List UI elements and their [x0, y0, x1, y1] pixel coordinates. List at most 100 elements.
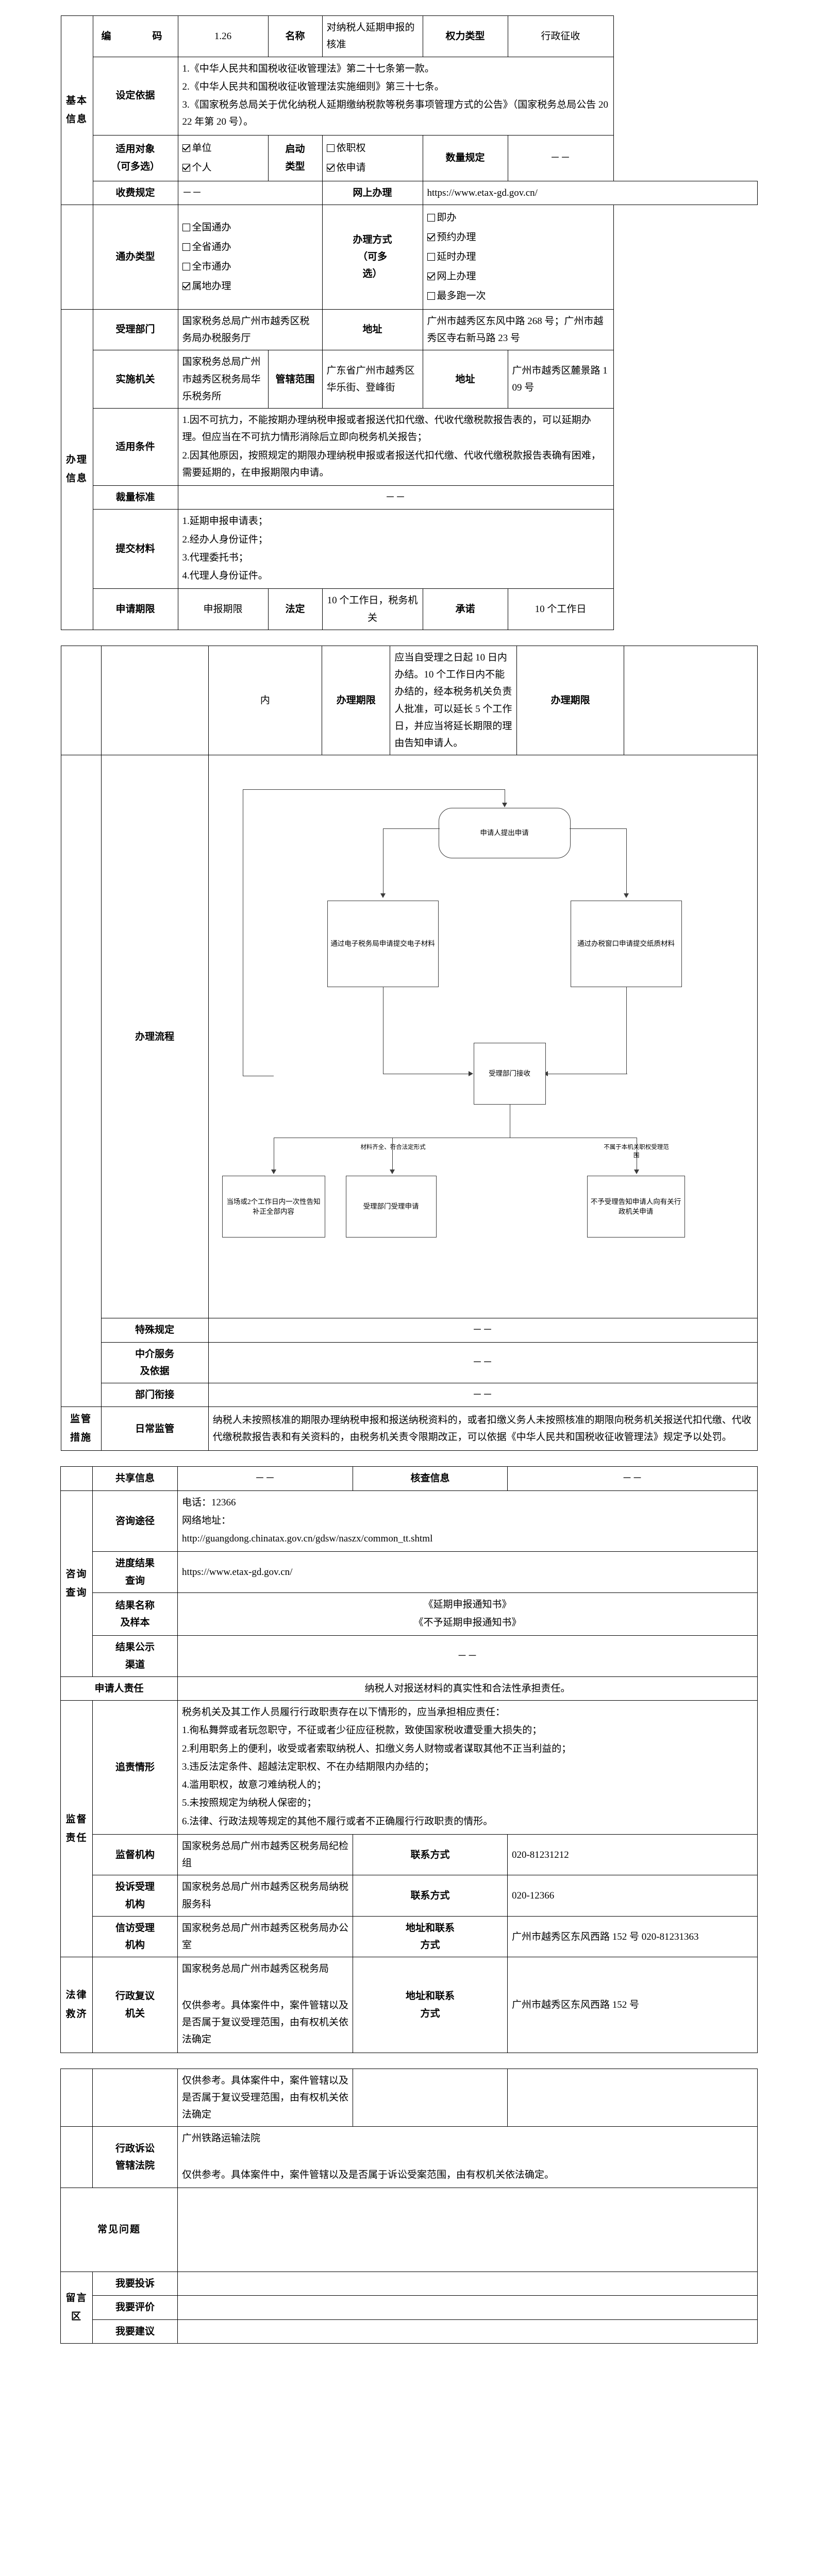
- table-row: 我要评价: [61, 2295, 758, 2320]
- table-row: 监督机构 国家税务总局广州市越秀区税务局纪检组 联系方式 020-8123121…: [60, 1834, 758, 1876]
- impl-address-value: 广州市越秀区麓景路 109 号: [507, 350, 614, 409]
- table-row: 办理流程 申请人提出申请: [60, 755, 758, 1408]
- agency-value: －－: [208, 1342, 758, 1383]
- flow-edge: [626, 987, 627, 1074]
- condition-item-1: 1.因不可抗力，不能按期办理纳税申报或者报送代扣代缴、代收代缴税款报告表的，可以…: [182, 415, 591, 443]
- channel-options: 全国通办 全省通办 全市通办 属地办理: [177, 204, 323, 310]
- check-info-label: 核查信息: [352, 1466, 508, 1491]
- code-label: 编 码: [92, 15, 178, 57]
- message-rating-label[interactable]: 我要评价: [92, 2295, 178, 2320]
- checkbox-channel-2[interactable]: 全市通办: [182, 257, 318, 277]
- progress-query-label: 进度结果 查询: [92, 1551, 178, 1593]
- table-row: 结果公示 渠道 －－: [60, 1635, 758, 1677]
- accountability-item-5: 5.未按照规定为纳税人保密的；: [181, 1798, 317, 1809]
- checkbox-method-3[interactable]: 网上办理: [427, 267, 609, 286]
- online-label: 网上办理: [322, 180, 423, 205]
- accountability-item-1: 1.徇私舞弊或者玩忽职守，不征或者少征应征税款，致使国家税收遭受重大损失的；: [181, 1725, 542, 1736]
- flow-label: 办理流程: [101, 755, 209, 1319]
- checkbox-method-1[interactable]: 预约办理: [427, 228, 609, 247]
- checkbox-icon: [427, 292, 435, 300]
- result-public-value: －－: [177, 1635, 758, 1677]
- checkbox-object-1[interactable]: 个人: [182, 158, 264, 178]
- message-complaint-field[interactable]: [177, 2272, 758, 2296]
- method-options: 即办 预约办理 延时办理 网上办理 最多跑一次: [422, 204, 614, 310]
- checkbox-icon: [427, 272, 435, 280]
- flow-edge: [242, 789, 505, 790]
- condition-item-2: 2.因其他原因，按照规定的期限办理纳税申报或者报送代扣代缴、代收代缴税款报告表确…: [182, 450, 601, 478]
- checkbox-channel-1[interactable]: 全省通办: [182, 238, 318, 257]
- flow-arrow: [502, 803, 507, 808]
- power-type-value: 行政征收: [507, 15, 614, 57]
- flow-node-notify-correction: 当场或2个工作日内一次性告知补正全部内容: [222, 1176, 325, 1238]
- court-note: 仅供参考。具体案件中，案件管辖以及是否属于诉讼受案范围，由有权机关依法确定。: [182, 2169, 555, 2180]
- table-row: 结果名称 及样本 《延期申报通知书》 《不予延期申报通知书》: [60, 1592, 758, 1636]
- complaint-value: 国家税务总局广州市越秀区税务局纳税服务科: [177, 1875, 353, 1917]
- checkbox-channel-0[interactable]: 全国通办: [182, 218, 318, 238]
- table-row: 共享信息 －－ 核查信息 －－: [60, 1466, 758, 1491]
- legal-relief-spill-label: [92, 2068, 178, 2127]
- online-url[interactable]: https://www.etax-gd.gov.cn/: [422, 180, 758, 205]
- table-row: 进度结果 查询 https://www.etax-gd.gov.cn/: [60, 1551, 758, 1593]
- table-row: 投诉受理 机构 国家税务总局广州市越秀区税务局纳税服务科 联系方式 020-12…: [60, 1875, 758, 1917]
- checkbox-icon: [182, 223, 190, 231]
- materials-value: 1.延期申报申请表； 2.经办人身份证件； 3.代理委托书； 4.代理人身份证件…: [177, 509, 614, 589]
- name-label: 名称: [268, 15, 323, 57]
- consult-phone: 电话：12366: [181, 1497, 236, 1508]
- checkbox-start-1[interactable]: 依申请: [326, 158, 419, 178]
- section-label-char-1: 基本信息: [65, 95, 88, 125]
- materials-label: 提交材料: [92, 509, 178, 589]
- message-suggestion-label[interactable]: 我要建议: [92, 2319, 178, 2344]
- faq-value: [177, 2188, 758, 2273]
- start-type-options: 依职权 依申请: [322, 134, 423, 181]
- table-row: 信访受理 机构 国家税务总局广州市越秀区税务局办公室 地址和联系 方式 广州市越…: [60, 1916, 758, 1958]
- checkbox-method-4[interactable]: 最多跑一次: [427, 286, 609, 306]
- section-label-inquiry: 咨询查询: [60, 1490, 93, 1677]
- consult-channel-value: 电话：12366 网络地址： http://guangdong.chinatax…: [177, 1490, 758, 1552]
- message-suggestion-field[interactable]: [177, 2319, 758, 2344]
- promise-label: 承诺: [422, 588, 508, 630]
- accountability-item-3: 3.违反法定条件、超越法定职权、不在办结期限内办结的；: [181, 1761, 435, 1772]
- block-gap-1: [0, 630, 818, 646]
- checkbox-icon: [182, 243, 190, 251]
- checkbox-channel-3[interactable]: 属地办理: [182, 277, 318, 296]
- checkbox-object-0[interactable]: 单位: [182, 139, 264, 158]
- message-complaint-label[interactable]: 我要投诉: [92, 2272, 178, 2296]
- progress-query-url[interactable]: https://www.etax-gd.gov.cn/: [177, 1551, 758, 1593]
- table-row: 内 办理期限 应当自受理之日起 10 日内办结。10 个工作日内不能办结的，经本…: [60, 645, 758, 756]
- method-label: 办理方式 （可多 选）: [322, 204, 423, 310]
- flow-edge: [392, 1138, 393, 1172]
- applicant-duty-value: 纳税人对报送材料的真实性和合法性承担责任。: [177, 1676, 758, 1701]
- code-value: 1.26: [177, 15, 269, 57]
- checkbox-method-0[interactable]: 即办: [427, 208, 609, 228]
- bottom-spacer: [0, 2344, 818, 2359]
- review-org-name: 国家税务总局广州市越秀区税务局: [181, 1963, 329, 1975]
- accountability-item-6: 6.法律、行政法规等规定的其他不履行或者不正确履行行政职责的情形。: [181, 1816, 493, 1827]
- accept-address-value: 广州市越秀区东风中路 268 号；广州市越秀区寺右新马路 23 号: [422, 309, 614, 351]
- review-org-note: 仅供参考。具体案件中，案件管辖以及是否属于复议受理范围，由有权机关依法确定: [181, 1999, 348, 2045]
- checkbox-start-0[interactable]: 依职权: [326, 139, 419, 158]
- materials-item-4: 4.代理人身份证件。: [182, 570, 268, 581]
- quantity-value: －－: [507, 134, 614, 181]
- message-rating-field[interactable]: [177, 2295, 758, 2320]
- section-label-basic-cont: [60, 204, 93, 310]
- section-label-legal-relief-cont2: [60, 2126, 93, 2189]
- consult-web-url[interactable]: http://guangdong.chinatax.gov.cn/gdsw/na…: [181, 1533, 433, 1545]
- checkbox-method-2[interactable]: 延时办理: [427, 247, 609, 267]
- quantity-label: 数量规定: [422, 134, 508, 181]
- checkbox-icon: [182, 144, 190, 152]
- materials-item-1: 1.延期申报申请表；: [182, 516, 268, 527]
- basis-item-2: 2.《中华人民共和国税收征收管理法实施细则》第三十七条。: [182, 81, 444, 92]
- section-label-handling: 办理信息: [60, 309, 93, 630]
- check-info-value: －－: [507, 1466, 758, 1491]
- flow-arrow: [271, 1170, 276, 1175]
- table-row: 常见问题: [60, 2188, 758, 2273]
- table-basic-info: 基本信息 编 码 1.26 名称 对纳税人延期申报的核准 权力类型 行政征收 设…: [60, 15, 758, 630]
- shared-info-label: 共享信息: [92, 1466, 178, 1491]
- petition-contact-value: 广州市越秀区东风西路 152 号 020-81231363: [507, 1916, 758, 1958]
- daily-supervision-value: 纳税人未按照核准的期限办理纳税申报和报送纳税资料的，或者扣缴义务人未按照核准的期…: [208, 1406, 758, 1451]
- special-value: －－: [208, 1318, 758, 1343]
- table-row: 实施机关 国家税务总局广州市越秀区税务局华乐税务所 管辖范围 广东省广州市越秀区…: [61, 350, 757, 409]
- section-label-supervision-duty: 监督责任: [60, 1700, 93, 1958]
- table-row: 咨询查询 咨询途径 电话：12366 网络地址： http://guangdon…: [60, 1490, 758, 1677]
- start-type-label: 启动 类型: [268, 134, 323, 181]
